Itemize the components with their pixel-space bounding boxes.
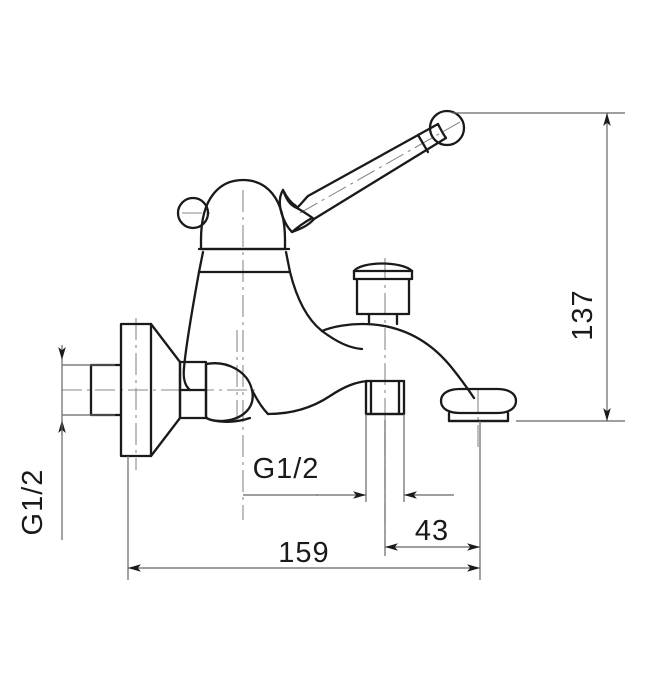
dimension-label-43: 43 [415,515,449,547]
lever-centerline [299,121,461,214]
dome-cap [199,178,287,251]
diverter-button-dome-top [352,262,414,273]
dimension-label-137: 137 [567,289,599,340]
faucet-outline-group [89,109,518,458]
cap-indicator-button [176,196,210,230]
handle-ball-tip [428,109,466,147]
spout-top-left-curve [320,322,364,333]
lever-handle [295,122,448,221]
handle-tip-seam [416,133,430,154]
dimension-lines-group [58,112,625,580]
spout-lower-curve [266,379,370,416]
diverter-button-body [355,277,411,316]
spout-upper-curve [360,322,476,400]
dimension-label-159: 159 [278,537,329,569]
elbow-to-spout [250,388,270,416]
dimension-label-g12-shank: G1/2 [253,453,320,485]
handle-base-flare [278,188,294,234]
cap-collar-band [197,250,292,274]
dimension-label-g12-inlet: G1/2 [17,469,49,536]
elbow-cap-lower-edge [204,416,252,423]
body-to-elbow-left [182,366,192,392]
spout-outlet-collar [439,387,518,415]
body-left-profile [182,270,201,370]
